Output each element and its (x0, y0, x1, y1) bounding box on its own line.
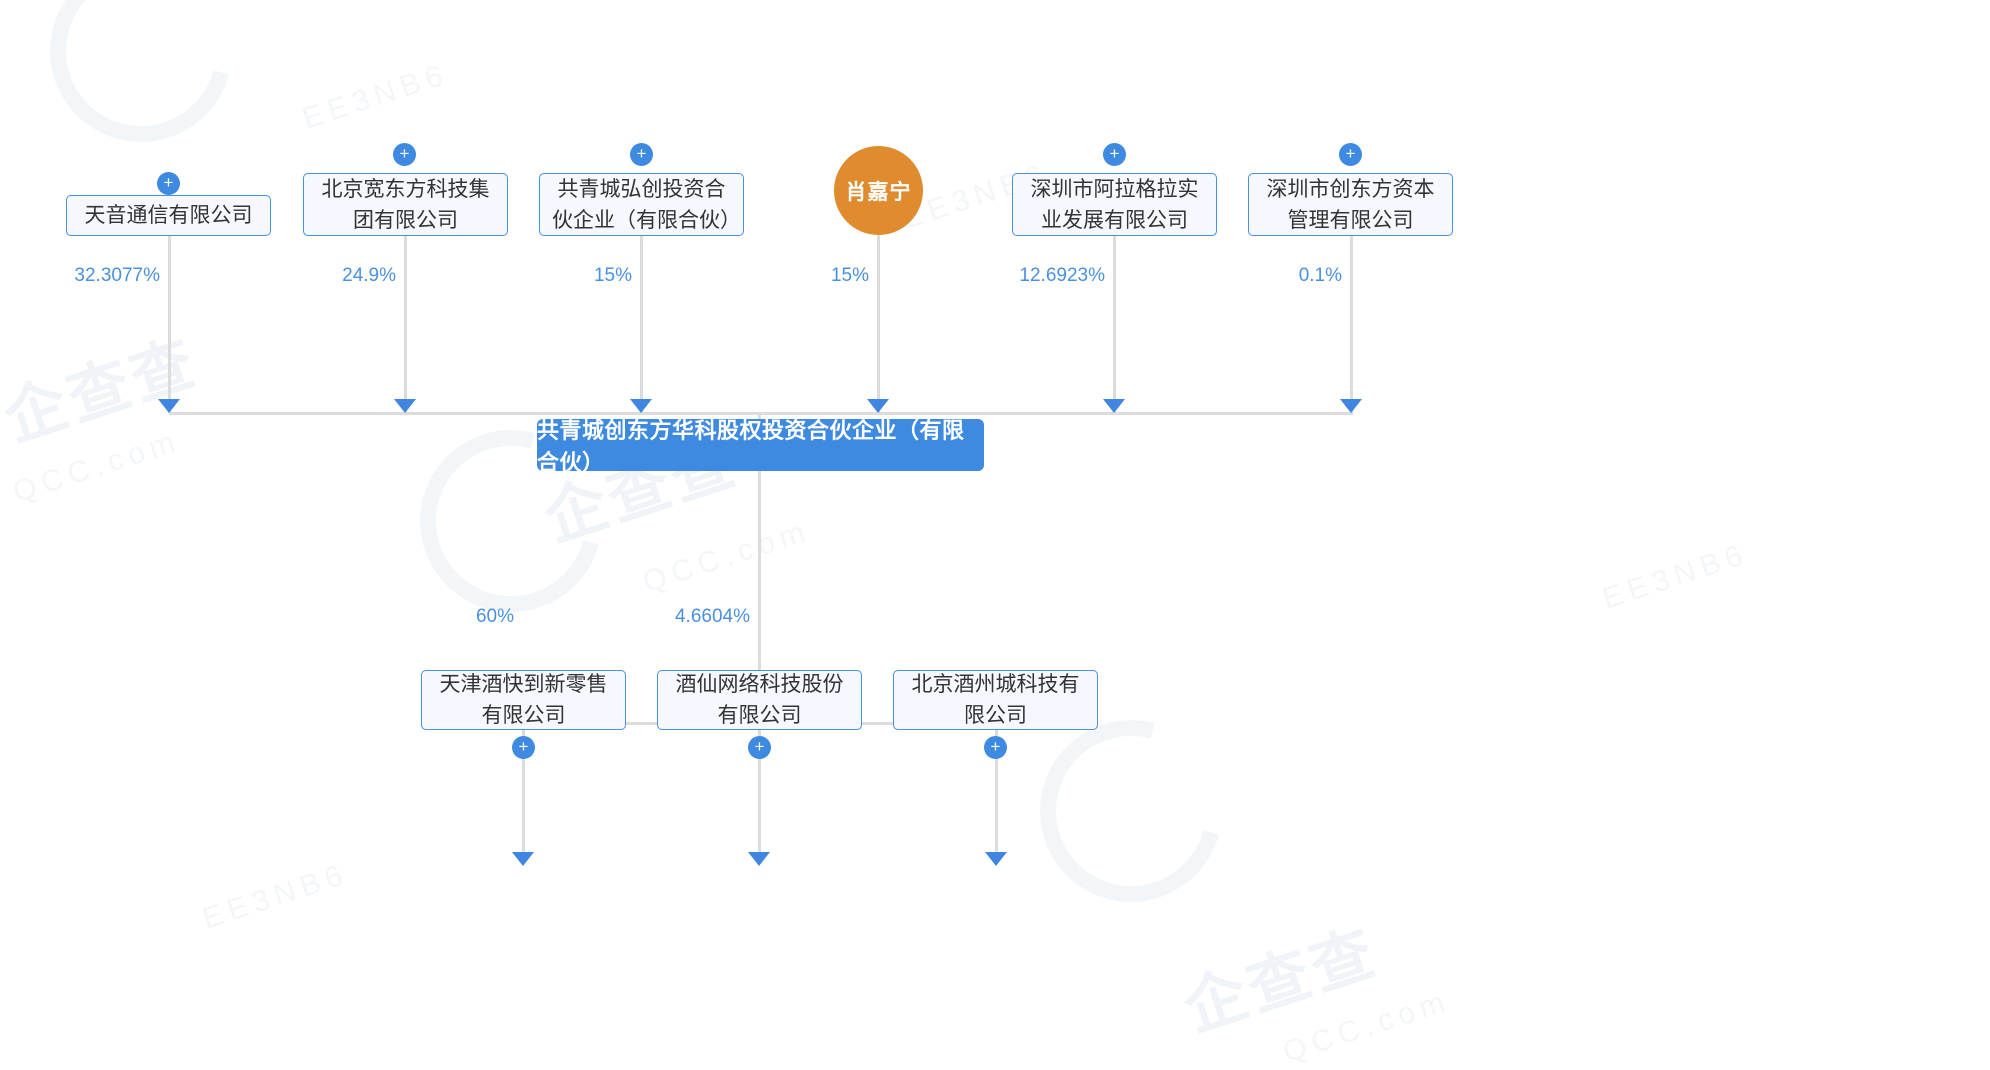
watermark-code: EE3NB6 (198, 857, 353, 936)
connector-center-to-sub-bus (758, 471, 761, 724)
percent-label-shareholder-3: 15% (593, 265, 632, 286)
shareholder-node-1[interactable]: 天音通信有限公司 (66, 195, 271, 236)
arrow-head-shareholder-1 (158, 399, 180, 413)
shareholder-node-6[interactable]: 深圳市创东方资本管理有限公司 (1248, 173, 1453, 236)
shareholder-node-2-label: 北京宽东方科技集团有限公司 (321, 177, 490, 232)
expand-plus-icon-shareholder-2[interactable]: + (393, 143, 416, 166)
arrow-head-shareholder-6 (1340, 399, 1362, 413)
investment-node-1-label: 天津酒快到新零售有限公司 (439, 673, 608, 727)
connector-line-shareholder-5 (1113, 236, 1116, 413)
percent-label-shareholder-4: 15% (830, 265, 869, 286)
percent-label-shareholder-1: 32.3077% (74, 265, 160, 286)
percent-label-shareholder-6: 0.1% (1298, 265, 1342, 286)
connector-line-investment-2 (758, 722, 761, 852)
connector-line-investment-1 (522, 722, 525, 852)
watermark-code: EE3NB6 (298, 57, 453, 136)
connector-line-shareholder-4 (877, 234, 880, 413)
shareholder-node-6-label: 深圳市创东方资本管理有限公司 (1266, 177, 1435, 232)
center-company-node[interactable]: 共青城创东方华科股权投资合伙企业（有限合伙） (537, 418, 984, 475)
watermark-code: EE3NB6 (1598, 537, 1753, 616)
connector-line-investment-3 (995, 722, 998, 852)
shareholder-node-4-person[interactable]: 肖嘉宁 (834, 146, 923, 235)
shareholder-bus-line (169, 412, 1353, 415)
center-company-label: 共青城创东方华科股权投资合伙企业（有限合伙） (537, 418, 965, 475)
expand-plus-icon-shareholder-3[interactable]: + (630, 143, 653, 166)
shareholder-node-4-label: 肖嘉宁 (845, 180, 912, 204)
investment-node-3-label: 北京酒州城科技有限公司 (911, 673, 1080, 727)
connector-line-shareholder-3 (640, 236, 643, 413)
arrow-head-shareholder-3 (630, 399, 652, 413)
connector-line-shareholder-1 (168, 236, 171, 413)
shareholder-node-2[interactable]: 北京宽东方科技集团有限公司 (303, 173, 508, 236)
connector-line-shareholder-6 (1350, 236, 1353, 413)
investment-node-3[interactable]: 北京酒州城科技有限公司 (893, 670, 1098, 730)
watermark-ring (16, 0, 266, 176)
expand-plus-icon-investment-2[interactable]: + (748, 736, 771, 759)
expand-plus-icon-investment-3[interactable]: + (984, 736, 1007, 759)
connector-line-shareholder-2 (404, 236, 407, 413)
percent-label-shareholder-2: 24.9% (342, 265, 396, 286)
arrow-head-investment-2 (748, 852, 770, 866)
arrow-head-shareholder-2 (394, 399, 416, 413)
arrow-head-shareholder-5 (1103, 399, 1125, 413)
shareholder-node-5[interactable]: 深圳市阿拉格拉实业发展有限公司 (1012, 173, 1217, 236)
watermark-domain: QCC.com (638, 513, 815, 600)
percent-label-investment-1: 60% (475, 606, 514, 627)
expand-plus-icon-shareholder-1[interactable]: + (157, 172, 180, 195)
shareholder-node-5-label: 深圳市阿拉格拉实业发展有限公司 (1030, 177, 1199, 232)
expand-plus-icon-investment-1[interactable]: + (512, 736, 535, 759)
arrow-head-investment-1 (512, 852, 534, 866)
expand-plus-icon-shareholder-6[interactable]: + (1339, 143, 1362, 166)
arrow-head-investment-3 (985, 852, 1007, 866)
shareholder-node-3-label: 共青城弘创投资合伙企业（有限合伙） (552, 177, 741, 232)
shareholder-node-1-label: 天音通信有限公司 (84, 204, 253, 227)
arrow-head-shareholder-4 (867, 399, 889, 413)
expand-plus-icon-shareholder-5[interactable]: + (1103, 143, 1126, 166)
investment-node-2[interactable]: 酒仙网络科技股份有限公司 (657, 670, 862, 730)
connector-bus-to-center (758, 413, 761, 421)
investment-node-2-label: 酒仙网络科技股份有限公司 (675, 673, 844, 727)
investment-node-1[interactable]: 天津酒快到新零售有限公司 (421, 670, 626, 730)
percent-label-shareholder-5: 12.6923% (1019, 265, 1105, 286)
percent-label-investment-2: 4.6604% (674, 606, 750, 627)
shareholder-node-3[interactable]: 共青城弘创投资合伙企业（有限合伙） (539, 173, 744, 236)
